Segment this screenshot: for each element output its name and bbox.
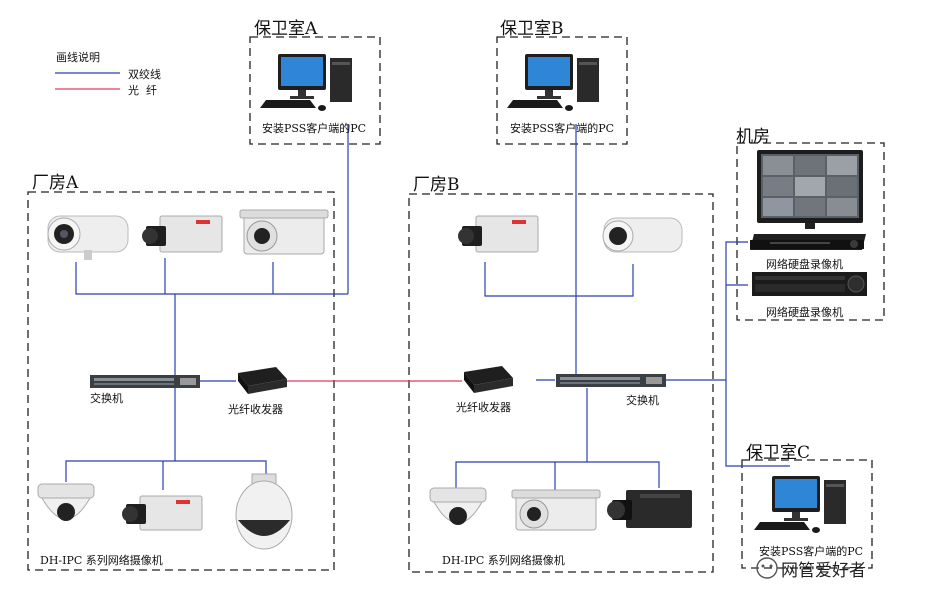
guard-room-a-title: 保卫室A xyxy=(254,19,318,39)
nvr-device-1 xyxy=(750,234,866,250)
guard-room-c-title: 保卫室C xyxy=(746,443,811,463)
machine-room-frame xyxy=(736,142,885,321)
plant-b-transceiver xyxy=(464,366,513,393)
plant-b-pro-box-camera xyxy=(607,490,692,528)
watermark-text: 网管爱好者 xyxy=(781,561,866,581)
plant-b-dome-camera xyxy=(429,487,487,525)
plant-a-switch-label: 交换机 xyxy=(90,392,123,405)
plant-a-box-camera xyxy=(142,215,223,253)
machine-room-title: 机房 xyxy=(736,127,770,147)
video-wall-monitor xyxy=(757,150,863,229)
guard-room-b-pc-label: 安装PSS客户端的PC xyxy=(510,122,615,135)
guard-room-b-pc xyxy=(507,54,599,111)
guard-room-b-title: 保卫室B xyxy=(500,19,564,39)
guard-room-b-frame xyxy=(496,36,628,145)
plant-b-frame xyxy=(408,193,714,573)
plant-b-title: 厂房B xyxy=(413,175,460,195)
plant-a-transceiver xyxy=(238,367,287,394)
plant-a-camera-series-label: DH-IPC 系列网络摄像机 xyxy=(40,554,163,567)
guard-room-a-pc-label: 安装PSS客户端的PC xyxy=(262,122,367,135)
nvr-2-label: 网络硬盘录像机 xyxy=(766,306,843,319)
plant-a-title: 厂房A xyxy=(32,173,79,193)
plant-a-transceiver-label: 光纤收发器 xyxy=(228,403,283,416)
plant-b-switch xyxy=(556,374,666,387)
plant-b-camera-series-label: DH-IPC 系列网络摄像机 xyxy=(442,554,565,567)
plant-a-ir-bullet-camera xyxy=(239,209,329,255)
guard-room-c-frame xyxy=(741,459,873,569)
plant-a-bullet-camera-1 xyxy=(47,215,129,260)
plant-a-ptz-camera xyxy=(235,473,293,550)
plant-a-switch xyxy=(90,375,200,388)
wechat-logo-icon xyxy=(756,557,778,579)
guard-room-c-pc-label: 安装PSS客户端的PC xyxy=(759,545,864,558)
legend-title: 画线说明 xyxy=(56,51,100,64)
plant-a-box-camera-2 xyxy=(122,495,203,531)
plant-b-switch-label: 交换机 xyxy=(626,394,659,407)
guard-room-a-pc xyxy=(260,54,352,111)
twisted-pair-wiring xyxy=(65,124,790,492)
plant-b-box-camera xyxy=(458,215,539,253)
guard-room-c-pc xyxy=(754,476,846,533)
guard-room-a-frame xyxy=(249,36,381,145)
nvr-1-label: 网络硬盘录像机 xyxy=(766,258,843,271)
plant-b-ir-bullet-camera xyxy=(511,489,601,531)
legend-fiber-label: 光 纤 xyxy=(128,84,157,97)
plant-a-dome-camera xyxy=(37,483,95,521)
plant-b-bullet-camera xyxy=(602,217,683,253)
nvr-device-2 xyxy=(752,272,867,296)
legend-twisted-pair-label: 双绞线 xyxy=(128,68,161,81)
plant-b-transceiver-label: 光纤收发器 xyxy=(456,401,511,414)
